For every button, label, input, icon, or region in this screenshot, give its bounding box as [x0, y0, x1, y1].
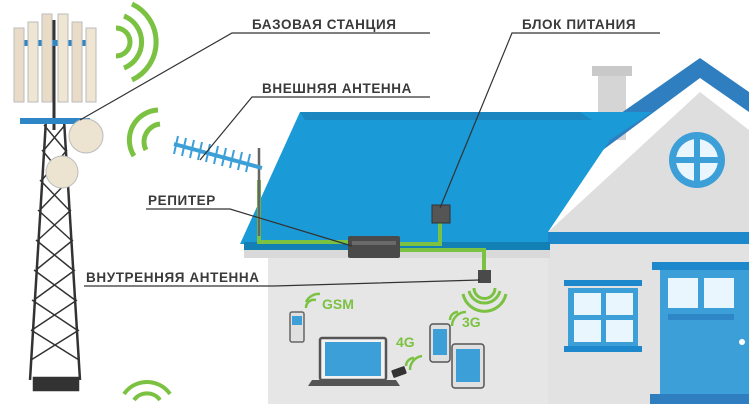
internal-antenna-wave-2 [467, 290, 502, 305]
repeater-box [348, 236, 400, 258]
tower-lattice [30, 124, 80, 361]
external-antenna [126, 107, 263, 236]
door-glass [704, 278, 734, 308]
tower-panel [27, 21, 39, 103]
gsm-signal-icon [304, 292, 321, 309]
leader-power-unit [439, 32, 660, 209]
tower-dish-right [68, 118, 104, 154]
main-roof [240, 112, 652, 244]
label-gsm: GSM [322, 296, 354, 312]
window-pane [606, 320, 633, 342]
repeater-stripe [352, 241, 396, 245]
label-external-antenna: ВНЕШНЯЯ АНТЕННА [262, 81, 412, 96]
tower-panel [85, 27, 97, 103]
internal-antenna-box [478, 270, 491, 283]
laptop-screen [325, 342, 381, 376]
power-unit-box [431, 204, 451, 224]
door-canopy [652, 262, 749, 270]
label-base-station: БАЗОВАЯ СТАНЦИЯ [252, 17, 397, 32]
window-pane [574, 320, 601, 342]
round-window-bar-h [676, 157, 718, 163]
house [240, 58, 749, 404]
leader-base-station [79, 32, 430, 121]
tower-panel [71, 21, 83, 103]
window-pane [574, 293, 601, 315]
cable-repeater-to-power [398, 222, 442, 246]
usb-modem [391, 366, 407, 378]
devices [289, 292, 485, 389]
antenna-wave-1 [141, 121, 161, 152]
leader-repeater [146, 208, 353, 247]
tower-dish-left [45, 155, 79, 189]
tower-base [32, 376, 80, 392]
label-repeater: РЕПИТЕР [148, 193, 216, 208]
house-eave [548, 232, 749, 244]
laptop-base [308, 380, 400, 386]
cable-repeater-to-internal [398, 248, 486, 272]
tower-leg-left [28, 119, 48, 381]
tower-signal-waves [115, 1, 159, 83]
label-4g: 4G [396, 334, 415, 350]
callout-lines [79, 32, 660, 287]
tower-crossbar-top [14, 40, 94, 46]
window-pane [606, 293, 633, 315]
tablet-screen [456, 349, 480, 382]
leader-external-antenna [199, 96, 430, 161]
window-top-sill [564, 280, 642, 286]
ground-signal-icon [122, 380, 172, 402]
house-extension-wall [268, 252, 558, 404]
tower-panels [13, 13, 97, 103]
main-roof-ridge [300, 112, 592, 120]
label-power-unit: БЛОК ПИТАНИЯ [522, 17, 636, 32]
tower-panel [13, 27, 25, 103]
3g-signal-icon [448, 310, 467, 327]
tower-panel [57, 13, 69, 103]
door-panel [668, 314, 734, 320]
4g-signal-icon [404, 354, 423, 371]
house-gable [548, 92, 749, 235]
window-bottom-sill [564, 346, 642, 352]
antenna-wave-2 [126, 107, 159, 158]
door-knob [739, 339, 745, 345]
door-step [650, 394, 749, 404]
phone-gsm-screen [292, 316, 302, 325]
tower-panel [41, 13, 53, 103]
antenna-elements [173, 135, 251, 173]
label-internal-antenna: ВНУТРЕННЯЯ АНТЕННА [86, 270, 260, 285]
chimney-cap [592, 66, 632, 76]
door-glass [668, 278, 698, 308]
label-3g: 3G [462, 314, 481, 330]
tower-crossbar-bottom [20, 118, 90, 124]
leader-internal-antenna [84, 279, 481, 287]
phone-3g-screen [433, 329, 447, 355]
internal-antenna-wave-1 [472, 287, 497, 300]
internal-antenna-wave-3 [461, 293, 508, 313]
